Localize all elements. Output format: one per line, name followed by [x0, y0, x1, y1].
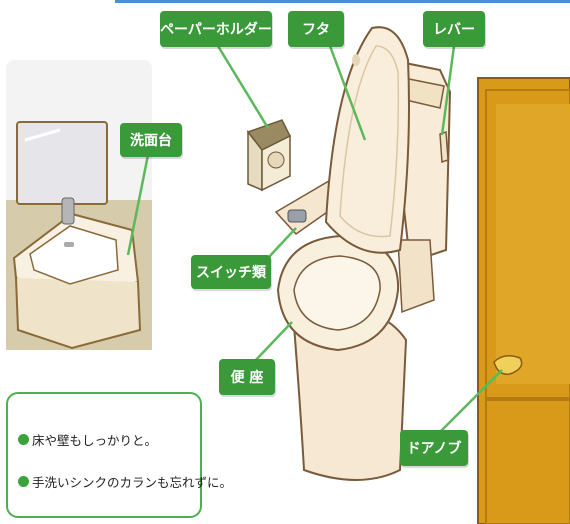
- washbasin-panel: [6, 60, 152, 350]
- door: [477, 77, 570, 524]
- switch-panel: [287, 209, 307, 223]
- top-edge-bar: [115, 0, 570, 3]
- tip-text: 手洗いシンクのカランも忘れずに。: [32, 475, 233, 490]
- bullet-icon: [18, 476, 29, 487]
- tips-box: 床や壁もしっかりと。 手洗いシンクのカランも忘れずに。: [6, 392, 232, 518]
- label-paper-holder: ペーパーホルダー: [160, 11, 272, 47]
- label-lever: レバー: [423, 11, 485, 47]
- toilet: [274, 26, 452, 481]
- label-toilet-seat: 便 座: [219, 359, 275, 395]
- label-door-knob: ドアノブ: [400, 430, 468, 466]
- tip-item: 手洗いシンクのカランも忘れずに。: [18, 472, 232, 491]
- mirror: [16, 121, 108, 205]
- faucet: [61, 197, 75, 225]
- tip-text: 床や壁もしっかりと。: [32, 433, 158, 448]
- flush-lever: [439, 130, 449, 164]
- label-washbasin: 洗面台: [120, 123, 182, 157]
- leader-lines: [126, 45, 503, 435]
- paper-holder: [246, 119, 292, 192]
- toilet-lid: [324, 26, 410, 254]
- label-lid: フタ: [288, 11, 344, 47]
- bullet-icon: [18, 434, 29, 445]
- tip-item: 床や壁もしっかりと。: [18, 430, 157, 449]
- label-switches: スイッチ類: [191, 255, 271, 289]
